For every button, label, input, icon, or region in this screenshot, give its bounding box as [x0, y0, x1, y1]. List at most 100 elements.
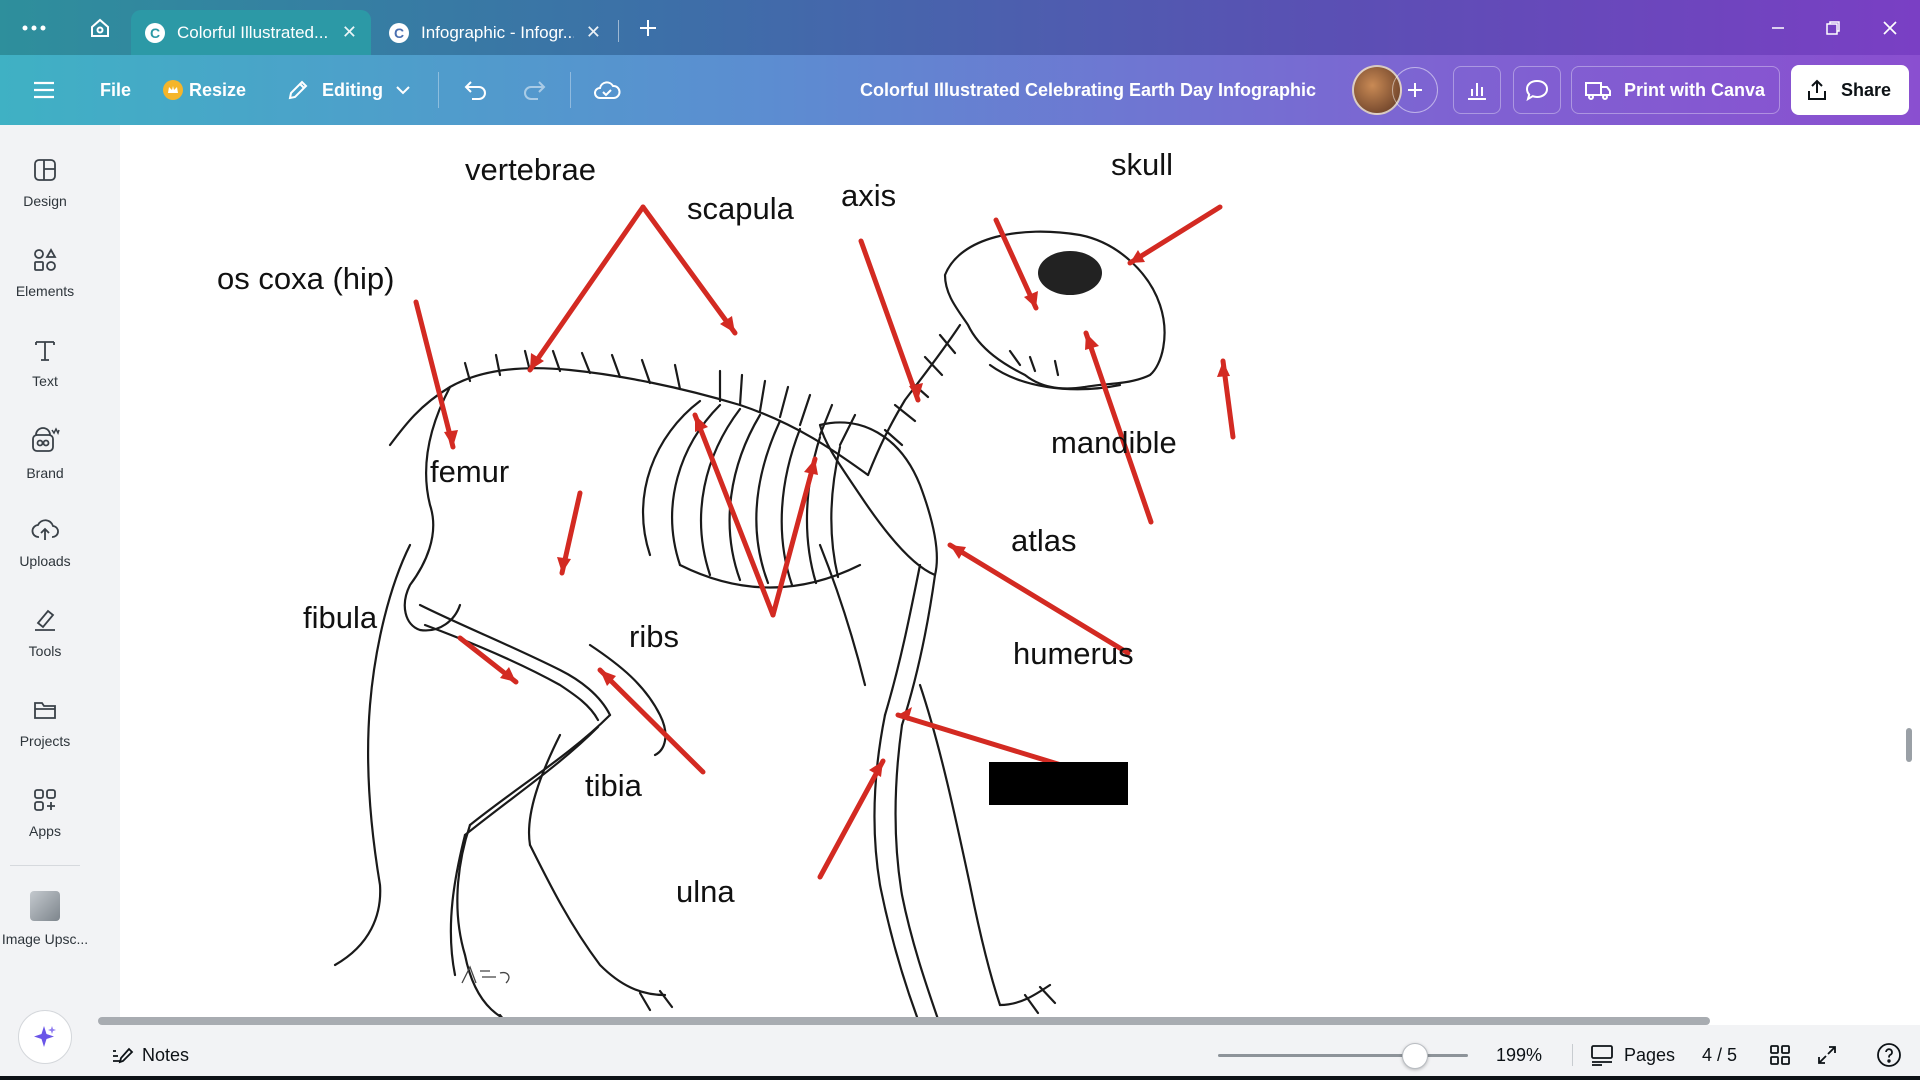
label-humerus[interactable]: humerus	[1013, 636, 1134, 671]
sparkle-icon	[34, 1026, 56, 1047]
canva-favicon-icon: C	[145, 22, 165, 43]
restore-icon[interactable]	[1815, 12, 1851, 44]
sidebar-item-label: Uploads	[19, 553, 71, 569]
shapes-icon	[34, 248, 57, 271]
label-atlas[interactable]: atlas	[1011, 523, 1077, 558]
resize-label: Resize	[189, 79, 247, 100]
brand-icon	[32, 427, 60, 452]
sidebar-item-brand[interactable]: Brand	[0, 419, 90, 503]
label-ribs[interactable]: ribs	[629, 619, 679, 654]
browser-tab-strip: C Colorful Illustrated... ✕ C Infographi…	[0, 0, 1920, 55]
horizontal-scrollbar[interactable]	[98, 1017, 1710, 1025]
print-with-canva-button[interactable]: Print with Canva	[1571, 66, 1780, 114]
zoom-slider-handle[interactable]	[1402, 1043, 1428, 1069]
menu-icon[interactable]	[32, 55, 56, 125]
pages-icon	[1591, 1045, 1613, 1066]
comment-icon[interactable]	[1513, 66, 1561, 114]
editing-mode-button[interactable]: Editing	[286, 55, 411, 125]
sidebar-divider	[10, 865, 80, 866]
cat-skeleton-illustration	[333, 204, 1236, 1025]
zoom-slider-track[interactable]	[1218, 1054, 1468, 1057]
grid-view-icon[interactable]	[1769, 1030, 1791, 1080]
help-icon[interactable]	[1876, 1030, 1902, 1080]
redacted-label-box[interactable]	[989, 762, 1128, 805]
label-femur[interactable]: femur	[430, 454, 510, 489]
print-label: Print with Canva	[1624, 79, 1766, 100]
pages-label: Pages	[1624, 1044, 1676, 1065]
notes-button[interactable]: Notes	[110, 1030, 189, 1080]
chevron-down-icon	[395, 85, 411, 95]
label-os-coxa[interactable]: os coxa (hip)	[217, 261, 395, 296]
apps-icon	[34, 789, 56, 811]
close-tab-icon[interactable]: ✕	[341, 22, 357, 42]
label-skull[interactable]: skull	[1111, 147, 1174, 182]
notes-label: Notes	[142, 1044, 190, 1065]
sidebar-item-label: Apps	[29, 823, 61, 839]
label-vertebrae[interactable]: vertebrae	[465, 152, 596, 187]
sidebar-item-uploads[interactable]: Uploads	[0, 509, 90, 593]
sidebar-item-image-upscaler[interactable]: Image Upsc...	[0, 883, 90, 967]
toolbar-divider	[570, 72, 571, 108]
add-collaborator-icon[interactable]	[1392, 67, 1438, 113]
label-fibula[interactable]: fibula	[303, 600, 378, 635]
sidebar-item-design[interactable]: Design	[0, 149, 90, 233]
tab-infographic[interactable]: C Infographic - Infogr... ✕	[375, 10, 615, 55]
label-axis[interactable]: axis	[841, 178, 897, 213]
sidebar-item-label: Tools	[28, 643, 62, 659]
page-indicator[interactable]: 4 / 5	[1702, 1044, 1738, 1065]
new-tab-icon[interactable]	[630, 10, 666, 46]
pen-icon	[35, 609, 55, 631]
editor-toolbar: File Resize Editing Colorful Illustrated…	[0, 55, 1920, 125]
app-thumbnail-icon	[30, 891, 60, 921]
toolbar-divider	[438, 72, 439, 108]
tab-colorful-illustrated[interactable]: C Colorful Illustrated... ✕	[131, 10, 371, 55]
footer-divider	[1572, 1044, 1573, 1066]
folder-icon	[34, 702, 56, 719]
tab-divider	[618, 20, 619, 42]
left-sidebar: Design Elements Text Brand Uploads Tools…	[0, 125, 120, 1080]
share-button[interactable]: Share	[1791, 65, 1909, 115]
vertical-scrollbar[interactable]	[1906, 728, 1912, 762]
label-scapula[interactable]: scapula	[687, 191, 794, 226]
tab-label: Colorful Illustrated...	[177, 22, 329, 42]
share-label: Share	[1841, 79, 1892, 100]
zoom-level[interactable]: 199%	[1496, 1044, 1543, 1065]
document-title[interactable]: Colorful Illustrated Celebrating Earth D…	[860, 79, 1317, 100]
file-menu-button[interactable]: File	[100, 79, 132, 100]
sidebar-item-projects[interactable]: Projects	[0, 689, 90, 773]
pages-button[interactable]: Pages	[1590, 1030, 1675, 1080]
crown-icon	[163, 80, 183, 100]
layout-icon	[34, 159, 56, 181]
label-ulna[interactable]: ulna	[676, 874, 735, 909]
label-tibia[interactable]: tibia	[585, 768, 642, 803]
sidebar-item-tools[interactable]: Tools	[0, 599, 90, 683]
insights-chart-icon[interactable]	[1453, 66, 1501, 114]
tab-label: Infographic - Infogr...	[421, 22, 574, 42]
notes-pencil-icon	[113, 1047, 134, 1064]
close-window-icon[interactable]	[1872, 12, 1908, 44]
sidebar-item-label: Brand	[26, 465, 64, 481]
editor-footer: Notes 199% Pages 4 / 5	[98, 1030, 1920, 1080]
sidebar-item-apps[interactable]: Apps	[0, 779, 90, 863]
cloud-saved-icon[interactable]	[593, 55, 621, 125]
close-tab-icon[interactable]: ✕	[585, 22, 601, 42]
sidebar-item-elements[interactable]: Elements	[0, 239, 90, 323]
redo-icon[interactable]	[521, 55, 547, 125]
artist-signature	[461, 965, 510, 984]
design-canvas[interactable]: vertebrae skull scapula axis os coxa (hi…	[120, 125, 1920, 1025]
magic-assistant-button[interactable]	[18, 1010, 72, 1064]
resize-button[interactable]: Resize	[163, 55, 246, 125]
fullscreen-icon[interactable]	[1816, 1030, 1838, 1080]
label-mandible[interactable]: mandible	[1051, 425, 1177, 460]
window-bottom-edge	[0, 1076, 1920, 1080]
canva-favicon-icon: C	[389, 22, 409, 43]
text-icon	[35, 341, 55, 361]
more-options-icon[interactable]	[16, 10, 52, 46]
sidebar-item-text[interactable]: Text	[0, 329, 90, 413]
home-icon[interactable]	[82, 10, 118, 46]
minimize-icon[interactable]	[1760, 12, 1796, 44]
undo-icon[interactable]	[463, 55, 489, 125]
pencil-icon	[286, 78, 310, 102]
truck-icon	[1584, 79, 1612, 101]
editing-label: Editing	[322, 79, 383, 100]
